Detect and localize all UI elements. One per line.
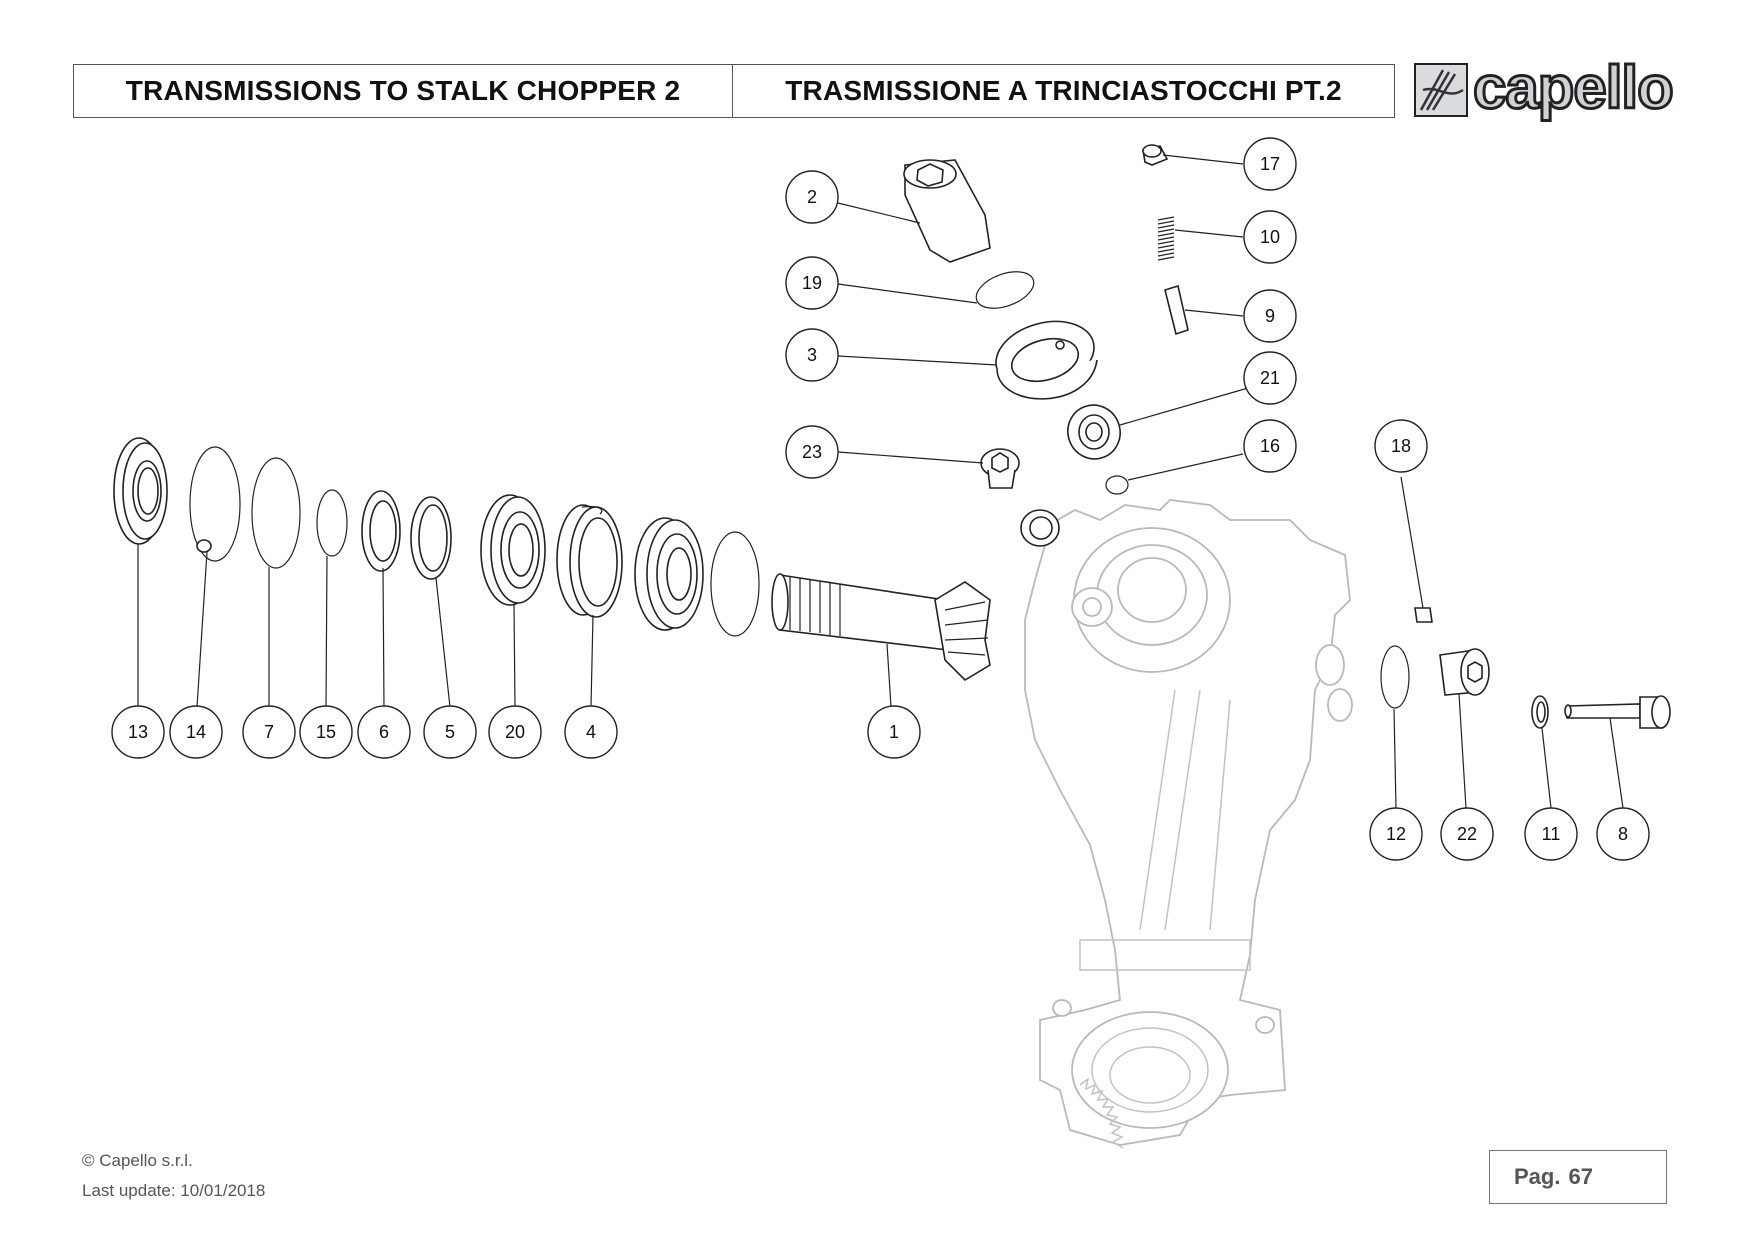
callout-1: 1 (867, 705, 921, 759)
svg-text:1: 1 (889, 722, 899, 742)
part-4-spacer (556, 504, 623, 618)
last-update-text: Last update: 10/01/2018 (82, 1181, 266, 1200)
svg-text:17: 17 (1260, 154, 1280, 174)
svg-text:22: 22 (1457, 824, 1477, 844)
part-19-ring (975, 271, 1035, 309)
callout-3: 3 (785, 328, 839, 382)
svg-text:3: 3 (807, 345, 817, 365)
callout-17: 17 (1243, 137, 1297, 191)
part-18-bushing (1414, 607, 1433, 623)
bearing-inner (634, 517, 704, 631)
leader-lines (137, 154, 1624, 809)
svg-text:10: 10 (1260, 227, 1280, 247)
part-2-coupling (903, 159, 991, 263)
svg-text:9: 9 (1265, 306, 1275, 326)
part-16-circlip (1105, 475, 1129, 495)
callout-2: 2 (785, 170, 839, 224)
part-1-pinion-shaft (771, 573, 991, 682)
part-3-cup (995, 320, 1098, 400)
callout-12: 12 (1369, 807, 1423, 861)
svg-text:2: 2 (807, 187, 817, 207)
part-6-washer (361, 490, 401, 572)
svg-text:5: 5 (445, 722, 455, 742)
svg-text:16: 16 (1260, 436, 1280, 456)
callout-6: 6 (357, 705, 411, 759)
part-22-cap (1439, 648, 1490, 696)
svg-text:11: 11 (1542, 824, 1561, 844)
callout-16: 16 (1243, 419, 1297, 473)
page-label: Pag. (1514, 1164, 1561, 1189)
capello-logo: capello (1414, 60, 1675, 122)
part-14-circlip (189, 446, 241, 562)
callout-15: 15 (299, 705, 353, 759)
svg-text:8: 8 (1618, 824, 1628, 844)
svg-text:23: 23 (802, 442, 822, 462)
callout-7: 7 (242, 705, 296, 759)
part-11-washer (1531, 695, 1549, 729)
svg-text:12: 12 (1386, 824, 1406, 844)
callout-10: 10 (1243, 210, 1297, 264)
gearbox-housing (1024, 499, 1353, 1149)
part-5-shim (410, 496, 452, 580)
svg-text:18: 18 (1391, 436, 1411, 456)
callout-13: 13 (111, 705, 165, 759)
callout-20: 20 (488, 705, 542, 759)
svg-text:15: 15 (316, 722, 336, 742)
svg-text:20: 20 (505, 722, 525, 742)
svg-text:7: 7 (264, 722, 274, 742)
callout-5: 5 (423, 705, 477, 759)
logo-wordmark: capello (1473, 60, 1673, 121)
retaining-ring (710, 531, 760, 637)
callout-4: 4 (564, 705, 618, 759)
callout-22: 22 (1440, 807, 1494, 861)
part-13-seal (113, 437, 168, 545)
page-number-box: Pag. 67 (1489, 1150, 1667, 1204)
part-9-pin (1164, 284, 1189, 336)
part-17-cap (1142, 144, 1169, 166)
part-10-spring (1157, 216, 1175, 261)
callout-18: 18 (1374, 419, 1428, 473)
svg-text:14: 14 (186, 722, 206, 742)
callout-8: 8 (1596, 807, 1650, 861)
part-21-bearing (1067, 404, 1121, 460)
svg-text:19: 19 (802, 273, 822, 293)
callout-19: 19 (785, 256, 839, 310)
page-number: 67 (1568, 1164, 1593, 1189)
callout-11: 11 (1524, 807, 1578, 861)
part-23-plug (980, 448, 1020, 489)
copyright-text: © Capello s.r.l. (82, 1151, 193, 1170)
callout-23: 23 (785, 425, 839, 479)
seal-small (1020, 509, 1060, 547)
callout-14: 14 (169, 705, 223, 759)
part-15-snap-ring (316, 489, 348, 557)
part-12-o-ring (1380, 645, 1410, 709)
part-8-screw (1564, 695, 1671, 729)
svg-text:13: 13 (128, 722, 148, 742)
page-header: TRANSMISSIONS TO STALK CHOPPER 2 TRASMIS… (73, 64, 1395, 118)
title-english: TRANSMISSIONS TO STALK CHOPPER 2 (74, 65, 733, 117)
part-20-bearing (480, 494, 546, 606)
svg-text:21: 21 (1260, 368, 1280, 388)
svg-text:4: 4 (586, 722, 596, 742)
title-italian: TRASMISSIONE A TRINCIASTOCCHI PT.2 (785, 75, 1342, 106)
callout-21: 21 (1243, 351, 1297, 405)
svg-text:6: 6 (379, 722, 389, 742)
part-7-o-ring (251, 457, 301, 569)
callout-9: 9 (1243, 289, 1297, 343)
